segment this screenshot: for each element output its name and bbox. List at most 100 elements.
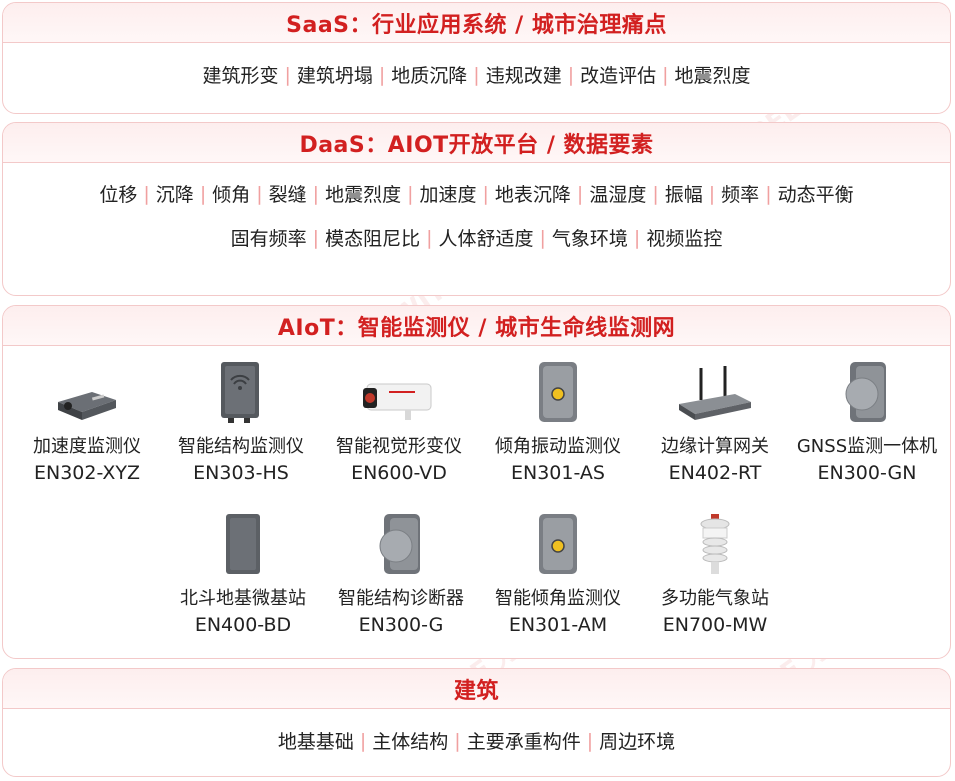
separator: | (426, 226, 433, 249)
device-card: 加速度监测仪 EN302-XYZ (7, 360, 167, 484)
tilt-monitor-icon (539, 514, 577, 574)
separator: | (539, 226, 546, 249)
separator: | (567, 63, 575, 86)
item-label: 倾角 (212, 184, 251, 206)
separator: | (359, 729, 367, 752)
device-name: 边缘计算网关 (661, 436, 769, 457)
device-card: 倾角振动监测仪 EN301-AS (478, 360, 638, 484)
device-model: EN301-AM (508, 614, 608, 636)
device-name: 加速度监测仪 (33, 436, 141, 457)
saas-title: SaaS：行业应用系统 / 城市治理痛点 (3, 3, 950, 43)
separator: | (708, 182, 716, 205)
item-label: 频率 (721, 184, 760, 206)
device-card: GNSS监测一体机 EN300-GN (787, 360, 947, 484)
separator: | (454, 729, 461, 752)
device-name: 智能倾角监测仪 (495, 588, 621, 609)
item-label: 改造评估 (580, 65, 657, 87)
device-model: EN302-XYZ (33, 462, 141, 484)
item-label: 违规改建 (485, 65, 562, 87)
device-model: EN400-BD (194, 614, 292, 636)
item-label: 位移 (99, 184, 138, 206)
separator: | (199, 182, 207, 205)
saas-items: 建筑形变|建筑坍塌|地质沉降|违规改建|改造评估|地震烈度 (3, 61, 950, 88)
device-card: 边缘计算网关 EN402-RT (635, 360, 795, 484)
accelerometer-icon (58, 392, 116, 420)
device-card: 智能视觉形变仪 EN600-VD (319, 360, 479, 484)
separator: | (586, 729, 594, 752)
building-title: 建筑 (3, 669, 950, 709)
item-label: 气象环境 (551, 228, 628, 250)
item-label: 建筑形变 (202, 65, 279, 87)
device-name: GNSS监测一体机 (796, 436, 938, 457)
separator: | (662, 63, 669, 86)
device-model: EN600-VD (351, 462, 447, 484)
device-name: 智能视觉形变仪 (336, 436, 462, 457)
device-card: 智能倾角监测仪 EN301-AM (478, 512, 638, 636)
device-model: EN402-RT (668, 462, 762, 484)
separator: | (633, 226, 641, 249)
structure-monitor-icon (221, 362, 259, 423)
device-model: EN300-G (358, 614, 444, 636)
device-name: 智能结构监测仪 (178, 436, 304, 457)
separator: | (765, 182, 772, 205)
gnss-icon (845, 362, 886, 422)
device-card: 智能结构监测仪 EN303-HS (161, 360, 321, 484)
daas-items-row2: 固有频率|模态阻尼比|人体舒适度|气象环境|视频监控 (3, 224, 950, 251)
separator: | (378, 63, 386, 86)
device-card: 智能结构诊断器 EN300-G (321, 512, 481, 636)
item-label: 振幅 (664, 184, 703, 206)
item-label: 温湿度 (589, 184, 647, 206)
daas-items-row1: 位移|沉降|倾角|裂缝|地震烈度|加速度|地表沉降|温湿度|振幅|频率|动态平衡 (3, 180, 950, 207)
separator: | (256, 182, 263, 205)
item-label: 地基基础 (277, 731, 354, 753)
separator: | (312, 182, 320, 205)
item-label: 裂缝 (268, 184, 307, 206)
item-label: 沉降 (155, 184, 194, 206)
item-label: 地震烈度 (674, 65, 751, 87)
item-label: 固有频率 (230, 228, 307, 250)
device-name: 智能结构诊断器 (338, 588, 464, 609)
separator: | (312, 226, 320, 249)
item-label: 主要承重构件 (466, 731, 581, 753)
item-label: 视频监控 (646, 228, 723, 250)
separator: | (576, 182, 584, 205)
item-label: 人体舒适度 (438, 228, 534, 250)
beidou-station-icon (226, 514, 260, 574)
device-name: 北斗地基微基站 (180, 588, 306, 609)
item-label: 建筑坍塌 (296, 65, 373, 87)
separator: | (482, 182, 489, 205)
item-label: 地质沉降 (391, 65, 468, 87)
device-card: 多功能气象站 EN700-MW (635, 512, 795, 636)
building-items: 地基基础|主体结构|主要承重构件|周边环境 (3, 727, 950, 754)
structure-diagnoser-icon (379, 514, 420, 574)
item-label: 地表沉降 (494, 184, 571, 206)
aiot-title: AIoT：智能监测仪 / 城市生命线监测网 (3, 306, 950, 346)
device-model: EN301-AS (511, 462, 605, 484)
device-card: 北斗地基微基站 EN400-BD (163, 512, 323, 636)
device-model: EN700-MW (662, 614, 768, 636)
device-name: 倾角振动监测仪 (495, 436, 621, 457)
separator: | (407, 182, 414, 205)
device-name: 多功能气象站 (661, 588, 769, 609)
tilt-vibration-icon (539, 362, 577, 422)
daas-title: DaaS：AIOT开放平台 / 数据要素 (3, 123, 950, 163)
camera-icon (363, 383, 432, 420)
item-label: 主体结构 (372, 731, 449, 753)
separator: | (652, 182, 659, 205)
separator: | (143, 182, 150, 205)
item-label: 加速度 (419, 184, 477, 206)
item-label: 周边环境 (599, 731, 676, 753)
separator: | (473, 63, 480, 86)
saas-panel: SaaS：行业应用系统 / 城市治理痛点 建筑形变|建筑坍塌|地质沉降|违规改建… (2, 2, 951, 114)
device-model: EN300-GN (817, 462, 917, 484)
separator: | (284, 63, 291, 86)
item-label: 动态平衡 (777, 184, 854, 206)
aiot-panel: AIoT：智能监测仪 / 城市生命线监测网 加速度监测仪 EN302-XYZ (2, 305, 951, 659)
weather-station-icon (700, 514, 730, 574)
building-panel: 建筑 地基基础|主体结构|主要承重构件|周边环境 (2, 668, 951, 777)
item-label: 模态阻尼比 (325, 228, 421, 250)
item-label: 地震烈度 (325, 184, 402, 206)
gateway-icon (679, 366, 751, 420)
daas-panel: DaaS：AIOT开放平台 / 数据要素 位移|沉降|倾角|裂缝|地震烈度|加速… (2, 122, 951, 296)
device-model: EN303-HS (193, 462, 289, 484)
